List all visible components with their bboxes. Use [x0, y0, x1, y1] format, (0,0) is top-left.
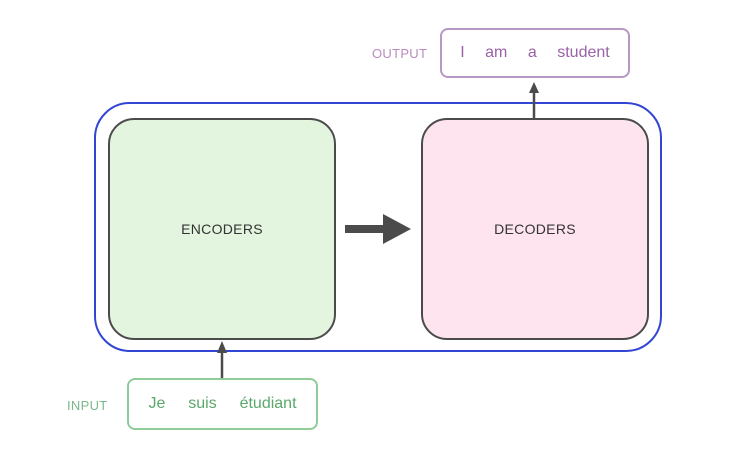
decoders-block: DECODERS [421, 118, 649, 340]
encoder-to-decoder-arrow [345, 214, 411, 244]
output-token: am [485, 44, 508, 61]
input-token: suis [188, 395, 217, 412]
input-to-encoder-arrow [217, 341, 227, 378]
output-token-box: I am a student [440, 28, 630, 78]
input-token: étudiant [239, 395, 297, 412]
input-token-box: Je suis étudiant [127, 378, 318, 430]
output-token: a [527, 44, 537, 61]
encoders-label: ENCODERS [181, 221, 263, 237]
output-token: I [460, 44, 465, 61]
decoder-to-output-arrow [529, 82, 539, 118]
input-label: INPUT [67, 398, 108, 413]
input-token: Je [148, 395, 166, 412]
transformer-frame [94, 102, 662, 352]
output-token: student [557, 44, 610, 61]
output-label: OUTPUT [372, 46, 428, 61]
encoders-block: ENCODERS [108, 118, 336, 340]
decoders-label: DECODERS [494, 221, 576, 237]
